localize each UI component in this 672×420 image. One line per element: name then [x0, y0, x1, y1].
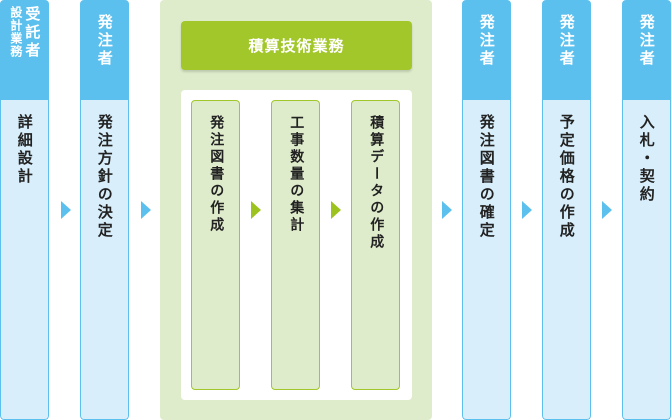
- step-header: 受託者 設計業務: [0, 0, 49, 100]
- arrow-right-icon: [61, 201, 71, 219]
- group-item: 工事数量の集計: [271, 100, 320, 390]
- group-title: 積算技術業務: [181, 21, 412, 70]
- arrow-right-icon: [251, 201, 261, 219]
- step-header-role: 発注者: [477, 14, 496, 68]
- step-estimated-price: 発注者 予定価格の作成: [542, 0, 591, 420]
- step-header-subrole: 設計業務: [8, 6, 23, 58]
- group-panel: 発注図書の作成 工事数量の集計 積算データの作成: [181, 90, 412, 400]
- step-label: 予定価格の作成: [557, 114, 576, 240]
- step-label: 発注方針の決定: [95, 114, 114, 240]
- step-body: 詳細設計: [0, 100, 49, 420]
- step-policy: 発注者 発注方針の決定: [80, 0, 129, 420]
- step-body: 発注方針の決定: [80, 100, 129, 420]
- step-body: 発注図書の確定: [462, 100, 511, 420]
- step-label: 発注図書の確定: [477, 114, 496, 240]
- step-header: 発注者: [462, 0, 511, 100]
- step-header-role: 発注者: [95, 14, 114, 68]
- step-confirm-documents: 発注者 発注図書の確定: [462, 0, 511, 420]
- step-header-role: 発注者: [557, 14, 576, 68]
- group-item-label: 積算データの作成: [368, 115, 385, 251]
- estimation-work-group: 積算技術業務 発注図書の作成 工事数量の集計 積算データの作成: [160, 0, 432, 420]
- step-consultant-design: 受託者 設計業務 詳細設計: [0, 0, 49, 420]
- group-item-label: 工事数量の集計: [288, 115, 305, 234]
- group-item: 発注図書の作成: [191, 100, 240, 390]
- step-header-role: 受託者: [23, 6, 42, 60]
- step-bidding-contract: 発注者 入札・契約: [622, 0, 671, 420]
- step-label: 詳細設計: [15, 114, 34, 186]
- step-body: 入札・契約: [622, 100, 671, 420]
- arrow-right-icon: [522, 201, 532, 219]
- step-header: 発注者: [622, 0, 671, 100]
- step-body: 予定価格の作成: [542, 100, 591, 420]
- step-header: 発注者: [542, 0, 591, 100]
- step-label: 入札・契約: [637, 114, 656, 204]
- group-item: 積算データの作成: [351, 100, 400, 390]
- arrow-right-icon: [331, 201, 341, 219]
- arrow-right-icon: [602, 201, 612, 219]
- arrow-right-icon: [141, 201, 151, 219]
- step-header: 発注者: [80, 0, 129, 100]
- group-item-label: 発注図書の作成: [208, 115, 225, 234]
- arrow-right-icon: [442, 201, 452, 219]
- step-header-role: 発注者: [637, 14, 656, 68]
